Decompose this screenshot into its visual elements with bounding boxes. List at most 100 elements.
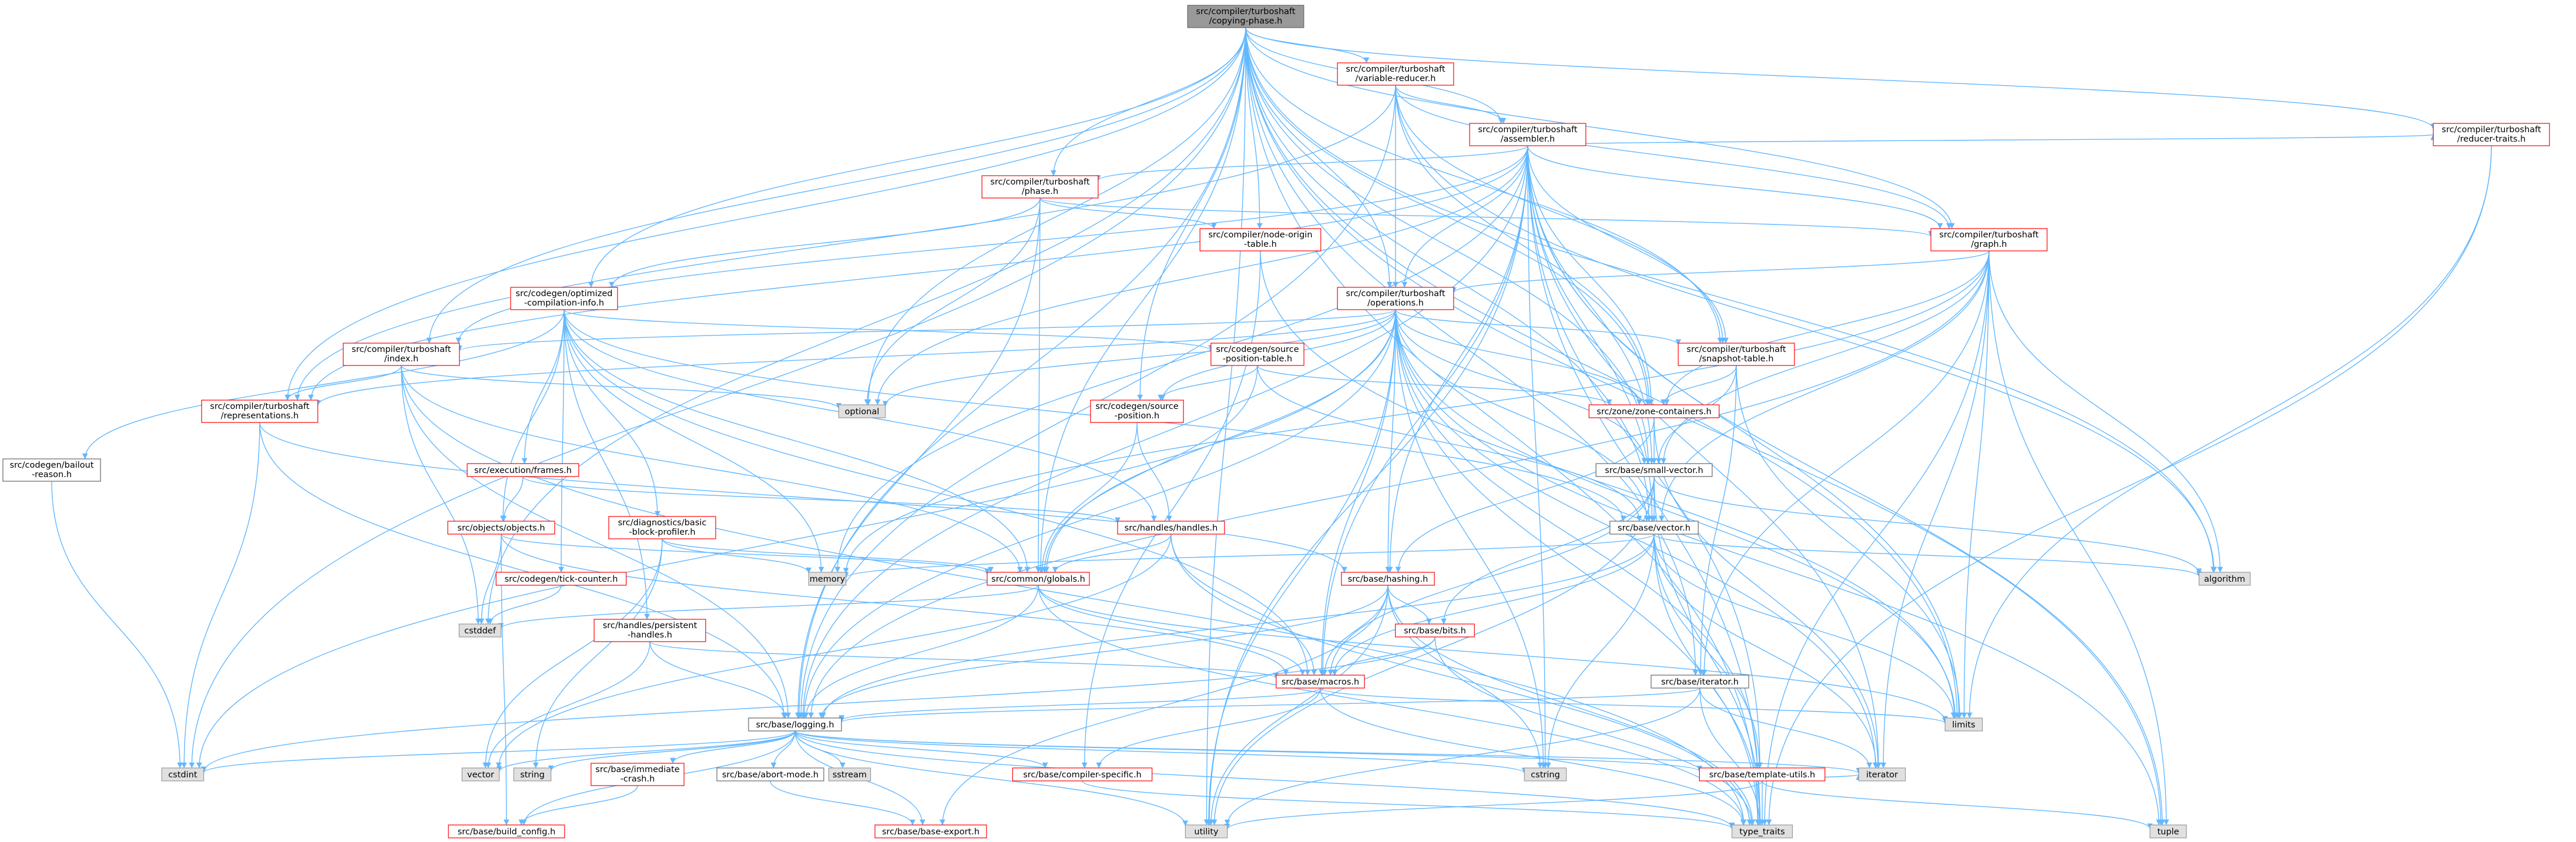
node-box-graph bbox=[1930, 228, 2048, 251]
edge-logging-to-iterator bbox=[794, 730, 1861, 774]
node-label-phase-line1: src/compiler/turboshaft bbox=[990, 177, 1089, 187]
node-label-handles-line1: src/handles/handles.h bbox=[1125, 524, 1218, 533]
edge-ops-to-tuple bbox=[1395, 309, 2162, 826]
edge-ops-to-cstdint bbox=[196, 309, 1396, 769]
edge-asm-to-utility bbox=[1206, 145, 1528, 826]
edge-vector-to-logging bbox=[820, 534, 1655, 719]
node-label-ops-line2: /operations.h bbox=[1367, 298, 1424, 308]
edge-snapshot-to-zone bbox=[1661, 365, 1737, 405]
node-box-immediate bbox=[591, 763, 685, 786]
node-graph[interactable]: src/compiler/turboshaft/graph.h bbox=[1930, 228, 2048, 251]
edge-macros-to-compspec bbox=[1096, 687, 1321, 769]
edge-vr-to-graph bbox=[1395, 85, 1952, 229]
node-root[interactable]: src/compiler/turboshaft/copying-phase.h bbox=[1187, 5, 1304, 28]
edge-root-to-vector bbox=[1245, 27, 1652, 522]
node-compspec[interactable]: src/base/compiler-specific.h bbox=[1012, 767, 1153, 781]
edge-iterator_h-to-logging bbox=[838, 687, 1700, 723]
node-logging[interactable]: src/base/logging.h bbox=[748, 717, 842, 732]
node-cstdint: cstdint bbox=[161, 767, 204, 781]
node-label-bits-line1: src/base/bits.h bbox=[1404, 626, 1466, 636]
node-label-tuple-line1: tuple bbox=[2157, 827, 2179, 837]
node-label-zone-line1: src/zone/zone-containers.h bbox=[1596, 407, 1711, 417]
node-hashing[interactable]: src/base/hashing.h bbox=[1341, 572, 1435, 586]
node-rtraits[interactable]: src/compiler/turboshaft/reducer-traits.h bbox=[2433, 123, 2550, 146]
node-immediate[interactable]: src/base/immediate-crash.h bbox=[591, 763, 685, 786]
edge-logging-to-compspec bbox=[794, 730, 1048, 769]
edge-oci-to-persistent bbox=[564, 309, 650, 620]
node-reps[interactable]: src/compiler/turboshaft/representations.… bbox=[201, 400, 318, 423]
node-abort[interactable]: src/base/abort-mode.h bbox=[716, 767, 824, 781]
node-smallvec[interactable]: src/base/small-vector.h bbox=[1595, 463, 1713, 477]
node-srcpos[interactable]: src/codegen/source-position.h bbox=[1090, 400, 1184, 423]
node-label-bailout-line1: src/codegen/bailout bbox=[9, 461, 93, 470]
node-box-rtraits bbox=[2433, 123, 2550, 146]
node-box-snapshot bbox=[1678, 343, 1795, 366]
node-tick[interactable]: src/codegen/tick-counter.h bbox=[495, 572, 627, 586]
node-globals[interactable]: src/common/globals.h bbox=[987, 572, 1090, 586]
node-sstream: sstream bbox=[828, 767, 871, 781]
node-asm[interactable]: src/compiler/turboshaft/assembler.h bbox=[1469, 123, 1586, 146]
node-tuple: tuple bbox=[2149, 824, 2187, 838]
node-dbbp[interactable]: src/diagnostics/basic-block-profiler.h bbox=[608, 516, 716, 539]
node-buildcfg[interactable]: src/base/build_config.h bbox=[448, 824, 565, 838]
node-box-tuple bbox=[2149, 824, 2187, 838]
edge-ops-to-snapshot bbox=[1395, 309, 1681, 345]
edge-phase-to-optional bbox=[864, 197, 1041, 405]
node-box-globals bbox=[987, 572, 1090, 586]
node-box-string bbox=[513, 767, 552, 781]
node-label-asm-line1: src/compiler/turboshaft bbox=[1478, 125, 1577, 135]
node-label-limits-line1: limits bbox=[1952, 720, 1975, 730]
node-macros[interactable]: src/base/macros.h bbox=[1276, 675, 1365, 689]
node-label-iterator-line1: iterator bbox=[1866, 770, 1898, 780]
edge-layer bbox=[51, 27, 2492, 830]
edge-macros-to-logging bbox=[838, 687, 1321, 722]
edge-spt-to-zone bbox=[1257, 365, 1612, 405]
node-handles[interactable]: src/handles/handles.h bbox=[1117, 521, 1225, 535]
node-box-sstream bbox=[828, 767, 871, 781]
node-iterator: iterator bbox=[1858, 767, 1906, 781]
node-baseexport[interactable]: src/base/base-export.h bbox=[874, 824, 987, 838]
edge-root-to-reps bbox=[284, 27, 1246, 401]
node-box-abort bbox=[716, 767, 824, 781]
node-ops[interactable]: src/compiler/turboshaft/operations.h bbox=[1337, 287, 1454, 310]
node-objects[interactable]: src/objects/objects.h bbox=[447, 521, 555, 535]
edge-ops-to-iterator bbox=[1395, 309, 1879, 769]
edge-graph-to-logging bbox=[808, 250, 1990, 719]
node-box-optional bbox=[838, 404, 886, 418]
edge-dbbp-to-vectorstd bbox=[482, 538, 663, 769]
node-box-vr bbox=[1337, 62, 1454, 86]
node-iterator_h[interactable]: src/base/iterator.h bbox=[1651, 675, 1749, 689]
node-index[interactable]: src/compiler/turboshaft/index.h bbox=[343, 343, 460, 366]
node-label-asm-line2: /assembler.h bbox=[1501, 135, 1555, 144]
node-label-typetraits-line1: type_traits bbox=[1739, 827, 1785, 837]
node-label-spt-line1: src/codegen/source bbox=[1216, 345, 1299, 354]
node-label-compspec-line1: src/base/compiler-specific.h bbox=[1023, 770, 1142, 780]
node-bits[interactable]: src/base/bits.h bbox=[1395, 623, 1475, 638]
node-label-vectorstd-line1: vector bbox=[467, 770, 494, 780]
node-label-globals-line1: src/common/globals.h bbox=[991, 575, 1085, 584]
node-label-immediate-line2: -crash.h bbox=[620, 774, 655, 784]
node-label-rtraits-line2: /reducer-traits.h bbox=[2457, 135, 2526, 144]
node-oci[interactable]: src/codegen/optimized-compilation-info.h bbox=[510, 287, 618, 310]
node-persistent[interactable]: src/handles/persistent-handles.h bbox=[593, 619, 706, 642]
edge-root-to-smallvec bbox=[1245, 27, 1651, 464]
node-nodeorigin[interactable]: src/compiler/node-origin-table.h bbox=[1199, 228, 1321, 251]
node-spt[interactable]: src/codegen/source-position-table.h bbox=[1210, 343, 1304, 366]
node-vector[interactable]: src/base/vector.h bbox=[1609, 521, 1699, 535]
node-label-root-line1: src/compiler/turboshaft bbox=[1196, 7, 1295, 16]
node-label-tick-line1: src/codegen/tick-counter.h bbox=[505, 575, 618, 584]
node-vr[interactable]: src/compiler/turboshaft/variable-reducer… bbox=[1337, 62, 1454, 86]
edge-dbbp-to-string bbox=[532, 538, 663, 769]
node-label-cstring-line1: cstring bbox=[1531, 770, 1560, 780]
node-label-reps-line1: src/compiler/turboshaft bbox=[210, 402, 309, 411]
node-phase[interactable]: src/compiler/turboshaft/phase.h bbox=[981, 175, 1099, 199]
node-tmpl[interactable]: src/base/template-utils.h bbox=[1699, 767, 1826, 781]
node-frames[interactable]: src/execution/frames.h bbox=[467, 463, 579, 477]
node-box-limits bbox=[1944, 717, 1983, 732]
node-zone[interactable]: src/zone/zone-containers.h bbox=[1588, 404, 1720, 418]
node-snapshot[interactable]: src/compiler/turboshaft/snapshot-table.h bbox=[1678, 343, 1795, 366]
edge-asm-to-rtraits bbox=[1527, 134, 2436, 146]
node-label-tmpl-line1: src/base/template-utils.h bbox=[1709, 770, 1815, 780]
edge-asm-to-zone bbox=[1527, 145, 1654, 405]
node-bailout[interactable]: src/codegen/bailout-reason.h bbox=[2, 458, 101, 482]
